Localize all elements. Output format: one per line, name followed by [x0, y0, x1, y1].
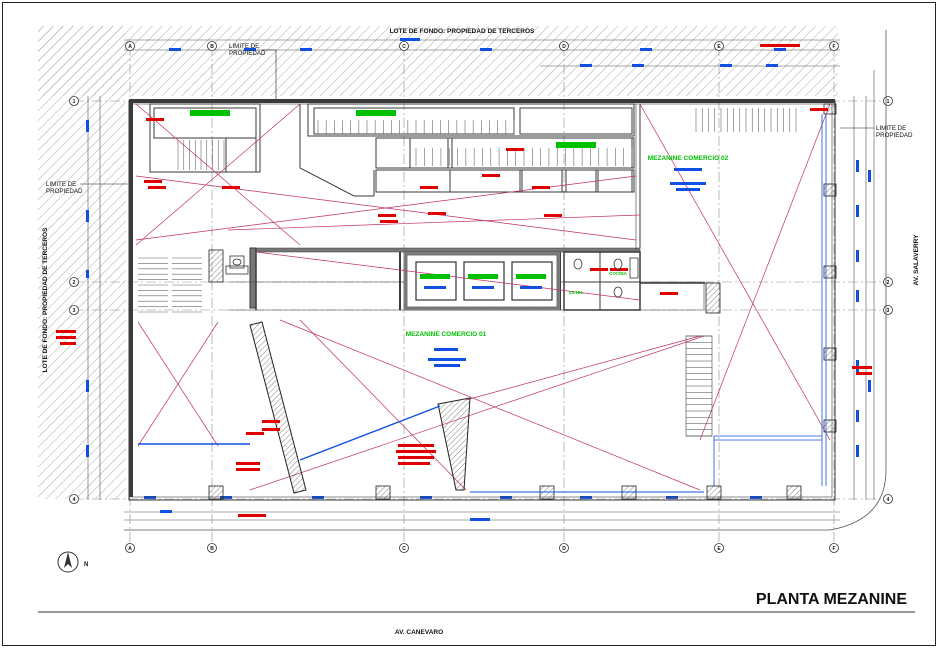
note-block-red: [56, 44, 872, 517]
room-tags-green: [190, 110, 596, 289]
property-limit-label-left-line2: PROPIEDAD: [46, 188, 83, 195]
axis-label-col: C: [402, 546, 406, 552]
stairs: [138, 108, 797, 313]
annotation-tag: [590, 268, 608, 271]
annotation-tags: [144, 108, 828, 435]
room-area-tag: [676, 188, 700, 191]
axis-label-row: 1: [73, 99, 76, 105]
annotation-tag: [246, 432, 264, 435]
property-limit-label-top-line1: LIMITE DE: [229, 43, 259, 50]
axis-label-col: B: [210, 546, 214, 552]
exterior-walls: [128, 99, 836, 501]
axis-label-row: 1: [887, 99, 890, 105]
annotation-tag: [262, 428, 280, 431]
lot-label-top: LOTE DE FONDO: PROPIEDAD DE TERCEROS: [390, 28, 535, 35]
room-area-tag: [434, 348, 458, 351]
room-area-tag: [670, 182, 706, 185]
dimension-lines: [87, 39, 875, 521]
room-name-kitchen: COCINA: [609, 271, 627, 276]
street-label-right: AV. SALAVERRY: [913, 234, 920, 286]
room-area-tag: [428, 358, 466, 361]
room-area-tag: [434, 364, 460, 367]
axis-labels: A A B B C C D D E E F F 1 1 2 2 3 3 4 4: [73, 44, 890, 552]
lot-label-left: LOTE DE FONDO: PROPIEDAD DE TERCEROS: [42, 227, 49, 372]
upper-storage-blocks: [149, 103, 635, 197]
property-limit-label-right-line2: PROPIEDAD: [876, 132, 913, 139]
axis-bubbles: [69, 41, 893, 553]
axis-label-col: F: [832, 44, 835, 50]
axis-label-row: 4: [887, 497, 890, 503]
axis-label-col: D: [562, 44, 566, 50]
room-name-mezz-01: MEZANINE COMERCIO 01: [406, 331, 487, 338]
annotation-tag: [146, 118, 164, 121]
void-diagonals: [135, 103, 831, 491]
annotation-tag: [222, 186, 240, 189]
property-limit-label-top-line2: PROPIEDAD: [229, 50, 266, 57]
annotation-tag: [428, 212, 446, 215]
glazing-right: [713, 114, 827, 486]
slanted-walls: [138, 321, 704, 494]
annotation-tag: [380, 220, 398, 223]
axis-label-col: E: [717, 44, 721, 50]
annotation-tag: [610, 268, 628, 271]
elevator-shafts: [415, 261, 553, 301]
north-arrow-icon: N: [57, 551, 88, 573]
bath-fixtures: [225, 255, 639, 298]
room-name-bath: SS.HH.: [568, 290, 583, 295]
room-name-mezz-02-line1: MEZANINE COMERCIO 02: [648, 155, 729, 162]
annotation-tag: [506, 148, 524, 151]
axis-label-row: 3: [887, 308, 890, 314]
annotation-tag: [482, 174, 500, 177]
annotation-tag: [420, 186, 438, 189]
neighbour-lot-hatch: [38, 26, 838, 499]
annotation-tag: [148, 186, 166, 189]
annotation-tag: [378, 214, 396, 217]
property-limit-label-right-line1: LIMITE DE: [876, 125, 906, 132]
stair-right: [685, 335, 713, 437]
axis-label-row: 3: [73, 308, 76, 314]
room-area-tag: [674, 168, 702, 171]
axis-label-row: 4: [73, 497, 76, 503]
street-label-bottom: AV. CANEVARO: [395, 629, 443, 636]
annotation-tag: [144, 180, 162, 183]
axis-label-row: 2: [887, 280, 890, 286]
axis-label-col: C: [402, 44, 406, 50]
axis-label-col: B: [210, 44, 214, 50]
axis-label-row: 2: [73, 280, 76, 286]
annotation-tag: [262, 420, 280, 423]
annotation-tag: [532, 186, 550, 189]
axis-label-col: A: [128, 44, 132, 50]
axis-label-col: F: [832, 546, 835, 552]
annotation-tag: [810, 108, 828, 111]
sidewalk-curb: [124, 30, 887, 531]
plan-title: PLANTA MEZANINE: [756, 591, 907, 608]
annotation-tag: [660, 292, 678, 295]
axis-label-col: D: [562, 546, 566, 552]
axis-label-col: E: [717, 546, 721, 552]
north-label: N: [84, 562, 88, 568]
axis-label-col: A: [128, 546, 132, 552]
annotation-tag: [544, 214, 562, 217]
property-limit-label-left-line1: LIMITE DE: [46, 181, 76, 188]
